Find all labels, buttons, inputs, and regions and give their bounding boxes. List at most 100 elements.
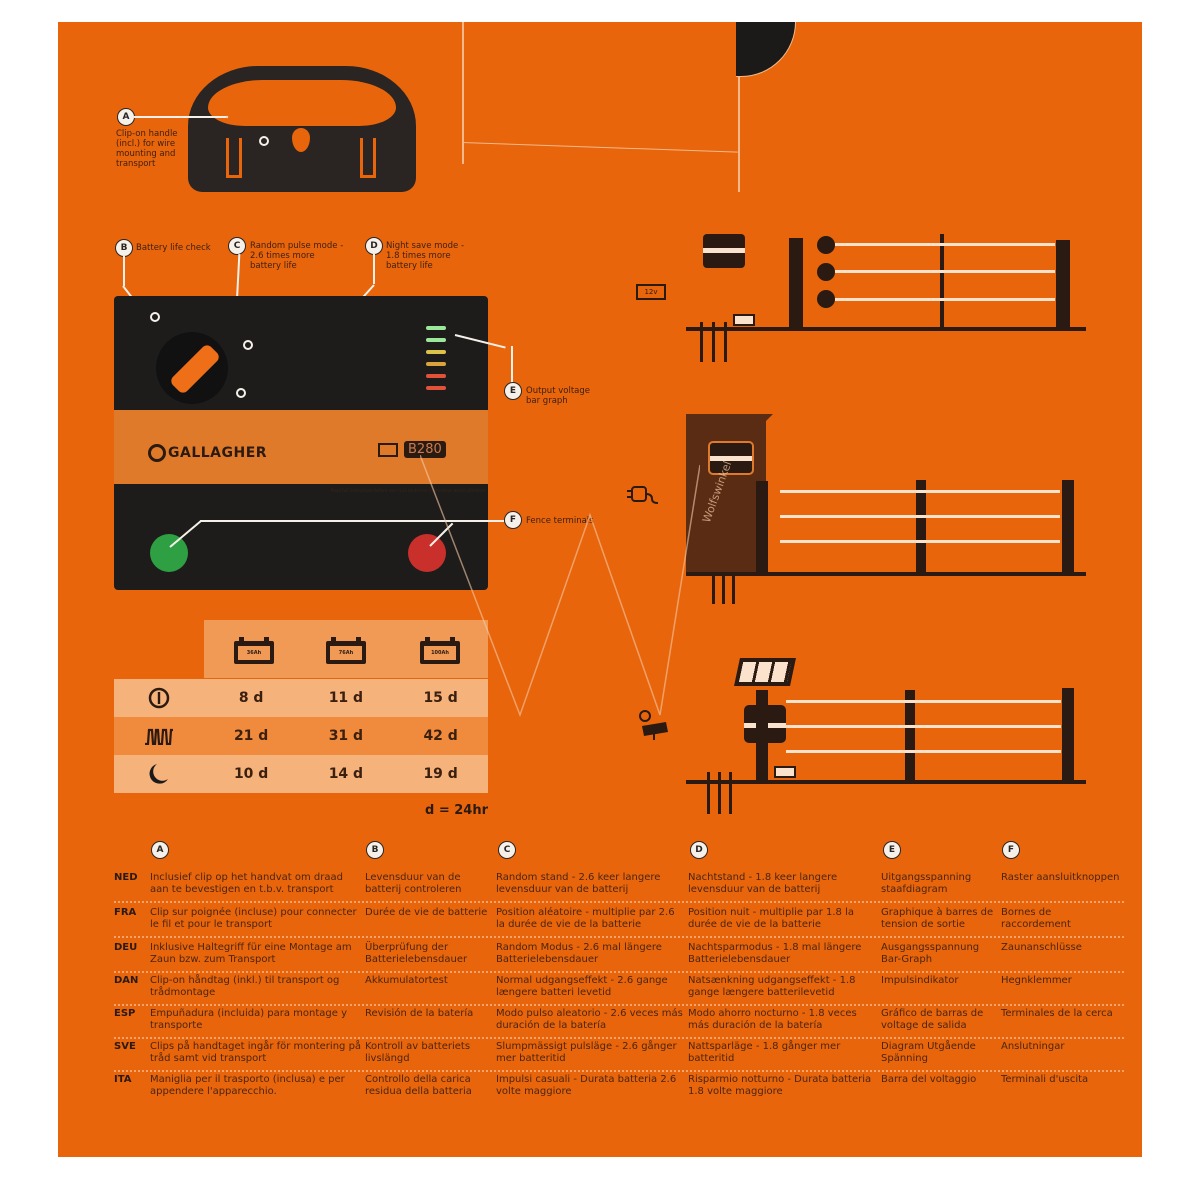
voltage-led-6 xyxy=(426,386,446,390)
voltage-led-2 xyxy=(426,338,446,342)
legend-cell: Revisión de la batería xyxy=(365,1008,474,1019)
legend-header-d: D xyxy=(691,842,707,858)
logo-mark-icon xyxy=(148,444,166,462)
legend-cell: Impulsi casuali - Durata batteria 2.6 vo… xyxy=(496,1074,677,1097)
callout-text-e: Output voltage bar graph xyxy=(526,386,590,406)
knob-handle xyxy=(168,342,222,396)
legend-cell: Slumpmässigt pulsläge - 2.6 gånger mer b… xyxy=(496,1041,677,1064)
legend-header-e: E xyxy=(884,842,900,858)
earth-rod xyxy=(707,772,710,814)
legend-cell: Bornes de raccordement xyxy=(1001,907,1071,930)
fence-end-post xyxy=(1062,688,1074,782)
legend-header-f: F xyxy=(1003,842,1019,858)
handle-grip-hole xyxy=(208,80,396,126)
small-battery-icon xyxy=(774,766,796,778)
runtime-row-normal: 8 d 11 d 15 d xyxy=(114,679,488,717)
legend-cell: Normal udgangseffekt - 2.6 gange længere… xyxy=(496,975,668,998)
callout-badge-a: A xyxy=(118,109,134,125)
legend-cell: Levensduur van de batterij controleren xyxy=(365,872,462,895)
legend-cell: Inclusief clip op het handvat om draad a… xyxy=(150,872,343,895)
runtime-value: 11 d xyxy=(328,690,364,706)
random-pulse-icon xyxy=(114,727,204,745)
fence-post xyxy=(916,480,926,576)
model-badge: B280 xyxy=(404,441,446,458)
runtime-value: 42 d xyxy=(423,728,458,744)
wire-reel-icon xyxy=(817,290,835,308)
legend-cell: Clip sur poignée (incluse) pour connecte… xyxy=(150,907,357,930)
voltage-led-1 xyxy=(426,326,446,330)
legend-cell: Random Modus - 2.6 mal längere Batteriel… xyxy=(496,942,662,965)
runtime-value: 10 d xyxy=(233,766,269,782)
battery-76ah-icon: 76Ah xyxy=(326,634,366,664)
legend-cell: Zaunanschlüsse xyxy=(1001,942,1082,953)
legend-row-ita: ITA Maniglia per il trasporto (inclusa) … xyxy=(114,1072,1124,1105)
fence-post xyxy=(940,234,944,329)
gallagher-logo: GALLAGHER xyxy=(148,444,267,462)
voltage-led-4 xyxy=(426,362,446,366)
legend-cell: Ausgangsspannung Bar-Graph xyxy=(881,942,980,965)
building-roof xyxy=(745,414,773,442)
legend-row-deu: DEU Inklusive Haltegriff für eine Montag… xyxy=(114,940,1124,973)
legend-cell: Empuñadura (incluida) para montage y tra… xyxy=(150,1008,348,1031)
runtime-value: 15 d xyxy=(423,690,458,706)
fence-wire xyxy=(786,750,1061,753)
legend-cell: Natsænkning udgangseffekt - 1.8 gange læ… xyxy=(688,975,856,998)
legend-cell: Terminales de la cerca xyxy=(1001,1008,1113,1019)
callout-badge-d: D xyxy=(366,238,382,254)
earth-rod xyxy=(712,572,715,604)
earth-rod xyxy=(724,322,727,362)
runtime-row-night-save: 10 d 14 d 19 d xyxy=(114,755,488,793)
legend-row-dan: DAN Clip-on håndtag (inkl.) til transpor… xyxy=(114,973,1124,1006)
handle-drop-icon xyxy=(292,128,310,152)
battery-power-icon: 12v xyxy=(636,280,666,300)
legend-row-esp: ESP Empuñadura (incluida) para montage y… xyxy=(114,1006,1124,1039)
battery-capacity-label: 36Ah xyxy=(238,646,270,660)
small-battery-icon xyxy=(733,314,755,326)
legend-cell: Gráfico de barras de voltage de salida xyxy=(881,1008,984,1031)
night-moon-icon xyxy=(114,763,204,785)
legend-cell: Inklusive Haltegriff für eine Montage am… xyxy=(150,942,352,965)
fence-wire xyxy=(780,515,1060,518)
runtime-table-header: 36Ah 76Ah 100Ah xyxy=(204,620,488,678)
legend-cell: Raster aansluitknoppen xyxy=(1001,872,1120,883)
earth-rod xyxy=(729,772,732,814)
runtime-value: 8 d xyxy=(238,690,264,706)
legend-cell: Nachtsparmodus - 1.8 mal längere Batteri… xyxy=(688,942,862,965)
diagram-ground-line xyxy=(686,780,1086,784)
fence-end-post xyxy=(1062,480,1074,576)
energizer-unit-icon xyxy=(703,234,745,268)
battery-voltage-label: 12v xyxy=(636,284,666,300)
earth-rod xyxy=(700,322,703,362)
fence-wire xyxy=(780,540,1060,543)
fence-wire xyxy=(780,490,1060,493)
language-code: ESP xyxy=(114,1008,136,1019)
clip-on-handle-illustration xyxy=(188,66,416,192)
legend-badge: F xyxy=(1003,842,1019,858)
earth-rod xyxy=(718,772,721,814)
legend-cell: Position nuit - multiplie par 1.8 la dur… xyxy=(688,907,855,930)
diagram-ground-line xyxy=(686,327,1086,331)
legend-cell: Barra del voltaggio xyxy=(881,1074,977,1085)
runtime-row-random-pulse: 21 d 31 d 42 d xyxy=(114,717,488,755)
wire-reel-icon xyxy=(817,236,835,254)
legend-cell: Modo ahorro nocturno - 1.8 veces más dur… xyxy=(688,1008,857,1031)
legend-header-b: B xyxy=(367,842,383,858)
legend-cell: Controllo della carica residua della bat… xyxy=(365,1074,472,1097)
fence-terminal-live xyxy=(408,534,446,572)
callout-badge-e: E xyxy=(505,383,521,399)
day-definition-note: d = 24hr xyxy=(425,803,489,818)
legend-badge: E xyxy=(884,842,900,858)
brand-name: GALLAGHER xyxy=(168,445,268,461)
battery-36ah-icon: 36Ah xyxy=(234,634,274,664)
callout-leader-e xyxy=(511,346,513,384)
energizer-unit-icon xyxy=(708,441,754,475)
callout-text-c: Random pulse mode - 2.6 times more batte… xyxy=(250,241,344,271)
callout-badge-c: C xyxy=(229,238,245,254)
language-code: DEU xyxy=(114,942,138,953)
runtime-value: 14 d xyxy=(328,766,364,782)
wire-reel-icon xyxy=(817,263,835,281)
box-flap-line xyxy=(738,22,740,192)
legend-cell: Nachtstand - 1.8 keer langere levensduur… xyxy=(688,872,838,895)
runtime-value: 31 d xyxy=(328,728,364,744)
legend-cell: Clips på handtaget ingår för montering p… xyxy=(150,1041,362,1064)
